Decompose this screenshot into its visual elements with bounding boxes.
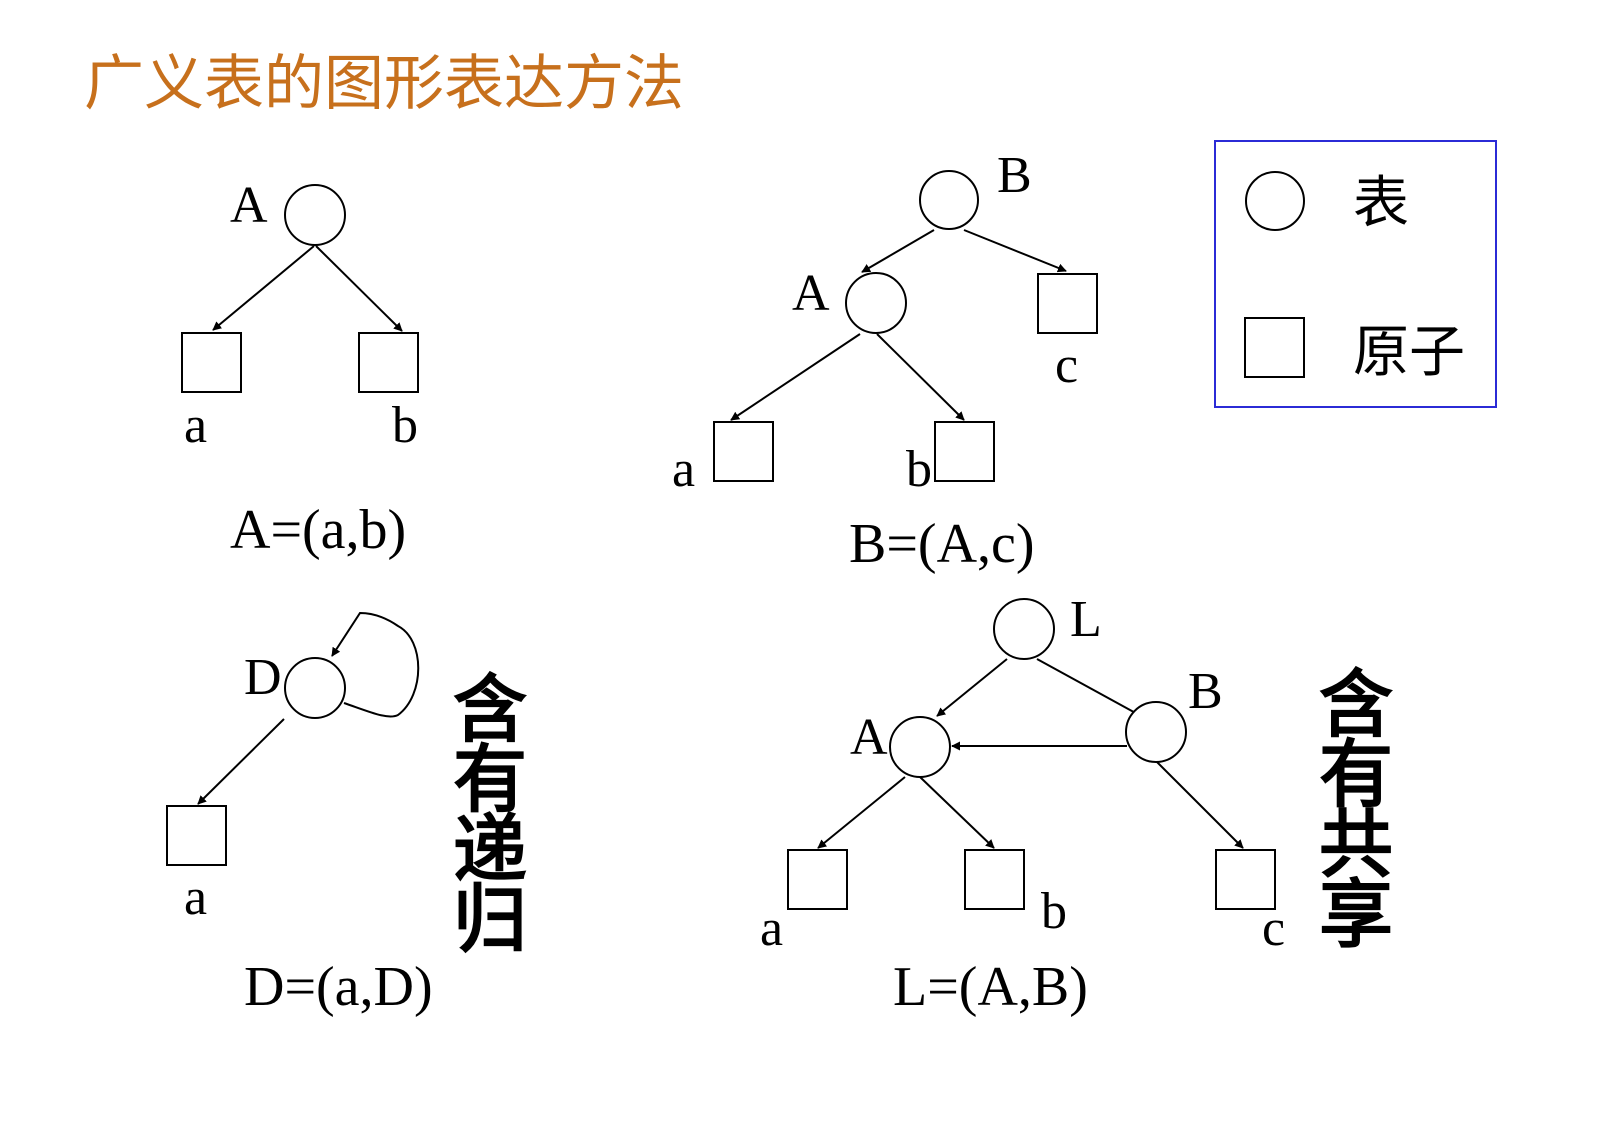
edge-B-c bbox=[963, 229, 1067, 273]
atom-node-a bbox=[713, 421, 774, 482]
label-a: a bbox=[672, 441, 695, 498]
label-a: a bbox=[184, 397, 207, 454]
diagram-a: A a b A=(a,b) bbox=[181, 177, 419, 561]
atom-node-b bbox=[934, 421, 995, 482]
note-char: 享 bbox=[1319, 872, 1393, 958]
legend-list-label: 表 bbox=[1353, 171, 1409, 236]
edge-D-a bbox=[197, 718, 285, 805]
atom-node-a bbox=[181, 332, 242, 393]
label-B: B bbox=[997, 147, 1032, 204]
diagram-d: D a D=(a,D) 含 有 递 归 bbox=[166, 611, 528, 1018]
page-title: 广义表的图形表达方法 bbox=[84, 49, 684, 119]
note-char: 含 bbox=[1319, 662, 1394, 748]
atom-node-c bbox=[1037, 273, 1098, 334]
legend: 表 原子 bbox=[1214, 140, 1497, 408]
note-sharing: 含 有 共 享 bbox=[1319, 662, 1394, 958]
equation-d: D=(a,D) bbox=[244, 956, 433, 1018]
equation-b: B=(A,c) bbox=[849, 513, 1035, 575]
list-node-A bbox=[284, 184, 346, 246]
note-char: 有 bbox=[1319, 732, 1393, 818]
label-b: b bbox=[906, 441, 932, 498]
label-D: D bbox=[244, 649, 282, 706]
note-char: 有 bbox=[453, 737, 527, 823]
note-char: 共 bbox=[1319, 802, 1393, 888]
note-char: 递 bbox=[453, 807, 527, 893]
list-node-A bbox=[845, 272, 907, 334]
edge-L-A bbox=[936, 658, 1008, 717]
edge-A-a bbox=[212, 245, 315, 331]
equation-a: A=(a,b) bbox=[230, 499, 406, 561]
atom-node-b bbox=[358, 332, 419, 393]
diagram-l: L A B a b c L=(A,B) 含 有 共 享 bbox=[760, 591, 1394, 1018]
legend-list-circle bbox=[1245, 171, 1305, 231]
diagram-b: B A c a b B=(A,c) bbox=[672, 147, 1098, 575]
label-A: A bbox=[792, 265, 830, 322]
edge-A-b bbox=[919, 776, 995, 849]
list-node-B bbox=[1125, 701, 1187, 763]
note-char: 含 bbox=[453, 667, 528, 753]
label-c: c bbox=[1262, 900, 1285, 957]
label-b: b bbox=[392, 397, 418, 454]
edge-D-D-recursive bbox=[331, 611, 420, 718]
label-a: a bbox=[184, 869, 207, 926]
atom-node-b bbox=[964, 849, 1025, 910]
edge-A-b bbox=[315, 245, 403, 332]
label-B: B bbox=[1188, 663, 1223, 720]
legend-atom-label: 原子 bbox=[1353, 320, 1465, 385]
atom-node-c bbox=[1215, 849, 1276, 910]
edge-B-A bbox=[861, 229, 935, 273]
edge-A-a bbox=[817, 776, 906, 849]
list-node-L bbox=[993, 598, 1055, 660]
legend-atom-square bbox=[1244, 317, 1305, 378]
list-node-D bbox=[284, 657, 346, 719]
atom-node-a bbox=[166, 805, 227, 866]
edge-A-b bbox=[876, 333, 965, 421]
edge-B-c bbox=[1156, 761, 1244, 849]
list-node-B bbox=[919, 170, 979, 230]
note-char: 归 bbox=[453, 877, 527, 963]
edge-A-a bbox=[730, 333, 861, 421]
label-c: c bbox=[1055, 337, 1078, 394]
label-a: a bbox=[760, 900, 783, 957]
edge-L-B bbox=[1036, 658, 1142, 717]
label-A: A bbox=[850, 709, 888, 766]
note-recursion: 含 有 递 归 bbox=[453, 667, 528, 963]
atom-node-a bbox=[787, 849, 848, 910]
label-A: A bbox=[230, 177, 268, 234]
label-b: b bbox=[1041, 883, 1067, 940]
label-L: L bbox=[1070, 591, 1102, 648]
list-node-A bbox=[889, 716, 951, 778]
equation-l: L=(A,B) bbox=[893, 956, 1088, 1018]
